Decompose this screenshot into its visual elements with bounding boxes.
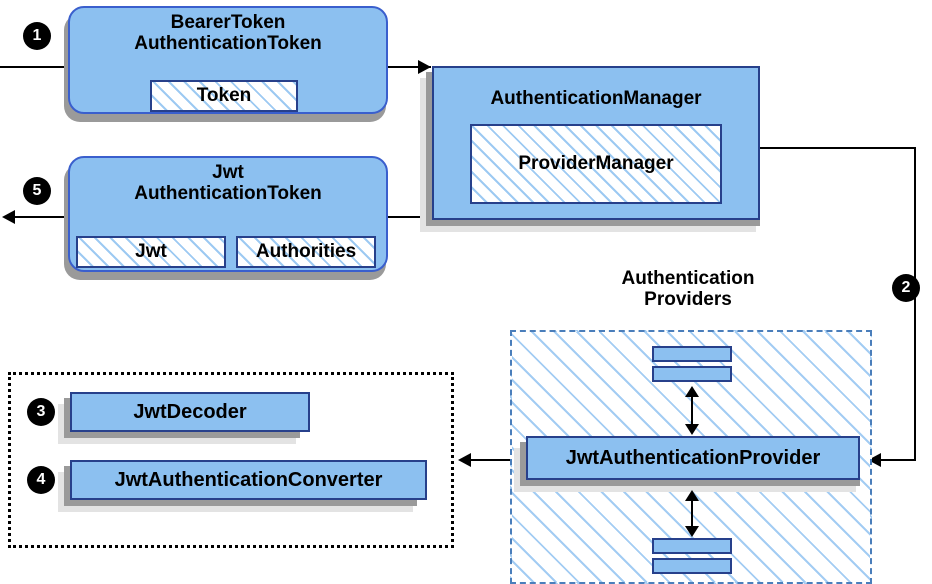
connector-manager-out-bottom	[880, 459, 916, 461]
arrowhead-provider-to-support	[458, 453, 471, 467]
connector-manager-to-jwt-token	[388, 216, 436, 218]
jwt-token-inner-jwt[interactable]: Jwt	[76, 236, 226, 268]
connector-provider-to-support	[470, 459, 522, 461]
authentication-providers-caption: Authentication Providers	[568, 268, 808, 311]
bearer-token-title-line2: AuthenticationToken	[134, 33, 322, 55]
jwt-authentication-provider-label: JwtAuthenticationProvider	[565, 446, 821, 469]
arrowhead-provider-up	[685, 386, 699, 397]
jwt-support-container	[8, 372, 454, 548]
bearer-token-inner-token[interactable]: Token	[150, 80, 298, 112]
bearer-token-title: BearerToken AuthenticationToken	[68, 12, 388, 55]
connector-response-out	[14, 216, 74, 218]
provider-bar-bottom-2[interactable]	[652, 558, 732, 574]
jwt-authentication-converter-label: JwtAuthenticationConverter	[114, 468, 383, 491]
provider-manager-inner-box[interactable]: ProviderManager	[470, 124, 722, 204]
connector-bearer-to-manager	[386, 66, 431, 68]
badge-step-4: 4	[28, 467, 54, 493]
connector-request-in	[0, 66, 72, 68]
badge-step-3: 3	[28, 399, 54, 425]
badge-step-5: 5	[24, 178, 50, 204]
badge-step-1: 1	[24, 23, 50, 49]
arrowhead-provider-down	[685, 526, 699, 537]
arrowhead-response-out	[2, 210, 15, 224]
provider-bar-top-2[interactable]	[652, 366, 732, 382]
authentication-providers-caption-line1: Authentication	[621, 268, 755, 289]
jwt-decoder-box[interactable]	[70, 392, 310, 432]
connector-manager-out-vert	[914, 147, 916, 460]
authentication-providers-caption-line2: Providers	[644, 289, 732, 311]
arrowhead-provider-down-upper	[685, 490, 699, 501]
arrowhead-bearer-to-manager	[418, 60, 431, 74]
connector-provider-down	[691, 496, 693, 530]
provider-bar-top-1[interactable]	[652, 346, 732, 362]
bearer-token-title-line1: BearerToken	[170, 12, 286, 33]
badge-step-2: 2	[893, 275, 919, 301]
connector-manager-out-top	[758, 147, 916, 149]
jwt-token-title: Jwt AuthenticationToken	[68, 162, 388, 205]
authentication-manager-title: AuthenticationManager	[490, 88, 702, 109]
jwt-authentication-converter-box[interactable]	[70, 460, 427, 500]
provider-bar-bottom-1[interactable]	[652, 538, 732, 554]
jwt-token-title-line2: AuthenticationToken	[134, 183, 322, 205]
jwt-token-inner-authorities[interactable]: Authorities	[236, 236, 376, 268]
jwt-authentication-provider-box[interactable]	[526, 436, 860, 480]
connector-provider-up	[691, 392, 693, 428]
jwt-decoder-label: JwtDecoder	[133, 400, 247, 423]
arrowhead-provider-up-lower	[685, 424, 699, 435]
jwt-token-title-line1: Jwt	[212, 162, 244, 183]
